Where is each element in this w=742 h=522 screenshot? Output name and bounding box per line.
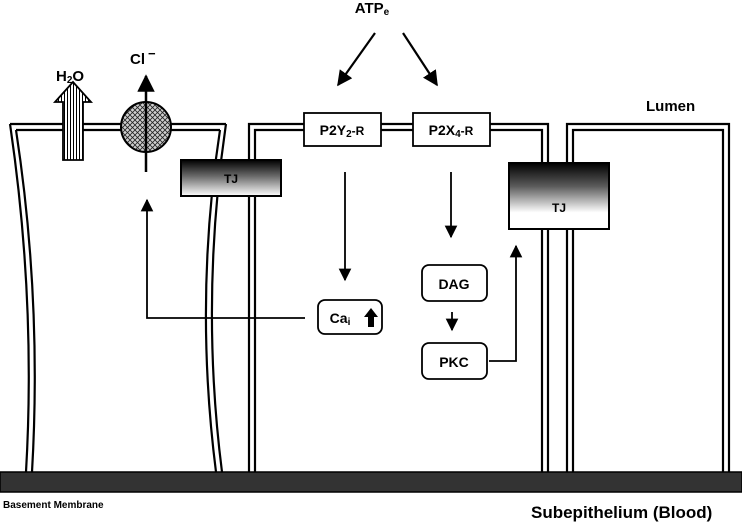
atp-to-p2x-arrow: [402, 32, 438, 87]
dag-label: DAG: [438, 276, 469, 292]
lumen-label: Lumen: [646, 98, 695, 115]
water-label: H2O: [56, 68, 84, 86]
chloride-label: Cl−: [130, 46, 156, 68]
p2y2-label: P2Y2-R: [320, 122, 365, 140]
basement-membrane-bar: [0, 471, 742, 493]
p2x4-receptor: P2X4-R: [412, 112, 491, 147]
ca-to-chloride-arrow: [140, 198, 305, 319]
increase-arrow-icon: [364, 308, 378, 327]
right-cell: [565, 122, 731, 472]
pkc-to-tj-arrow: [489, 244, 523, 362]
middle-cell: [247, 122, 550, 472]
pkc-label: PKC: [439, 354, 469, 370]
water-efflux-arrow: [52, 80, 94, 161]
atp-label: ATPe: [355, 0, 390, 18]
dag-box: DAG: [421, 264, 488, 302]
p2x4-label: P2X4-R: [429, 122, 474, 140]
tight-junction-left: TJ: [180, 159, 282, 197]
p2y2-receptor: P2Y2-R: [303, 112, 382, 147]
tj-right-label: TJ: [552, 201, 566, 215]
pkc-box: PKC: [421, 342, 488, 380]
basement-membrane-label: Basement Membrane: [3, 500, 104, 511]
tj-left-label: TJ: [224, 172, 238, 186]
calcium-box: Cai: [317, 299, 383, 335]
atp-to-p2y-arrow: [337, 32, 376, 87]
calcium-label: Cai: [330, 310, 351, 328]
subepithelium-label: Subepithelium (Blood): [531, 503, 712, 522]
tight-junction-right: TJ: [508, 162, 610, 230]
